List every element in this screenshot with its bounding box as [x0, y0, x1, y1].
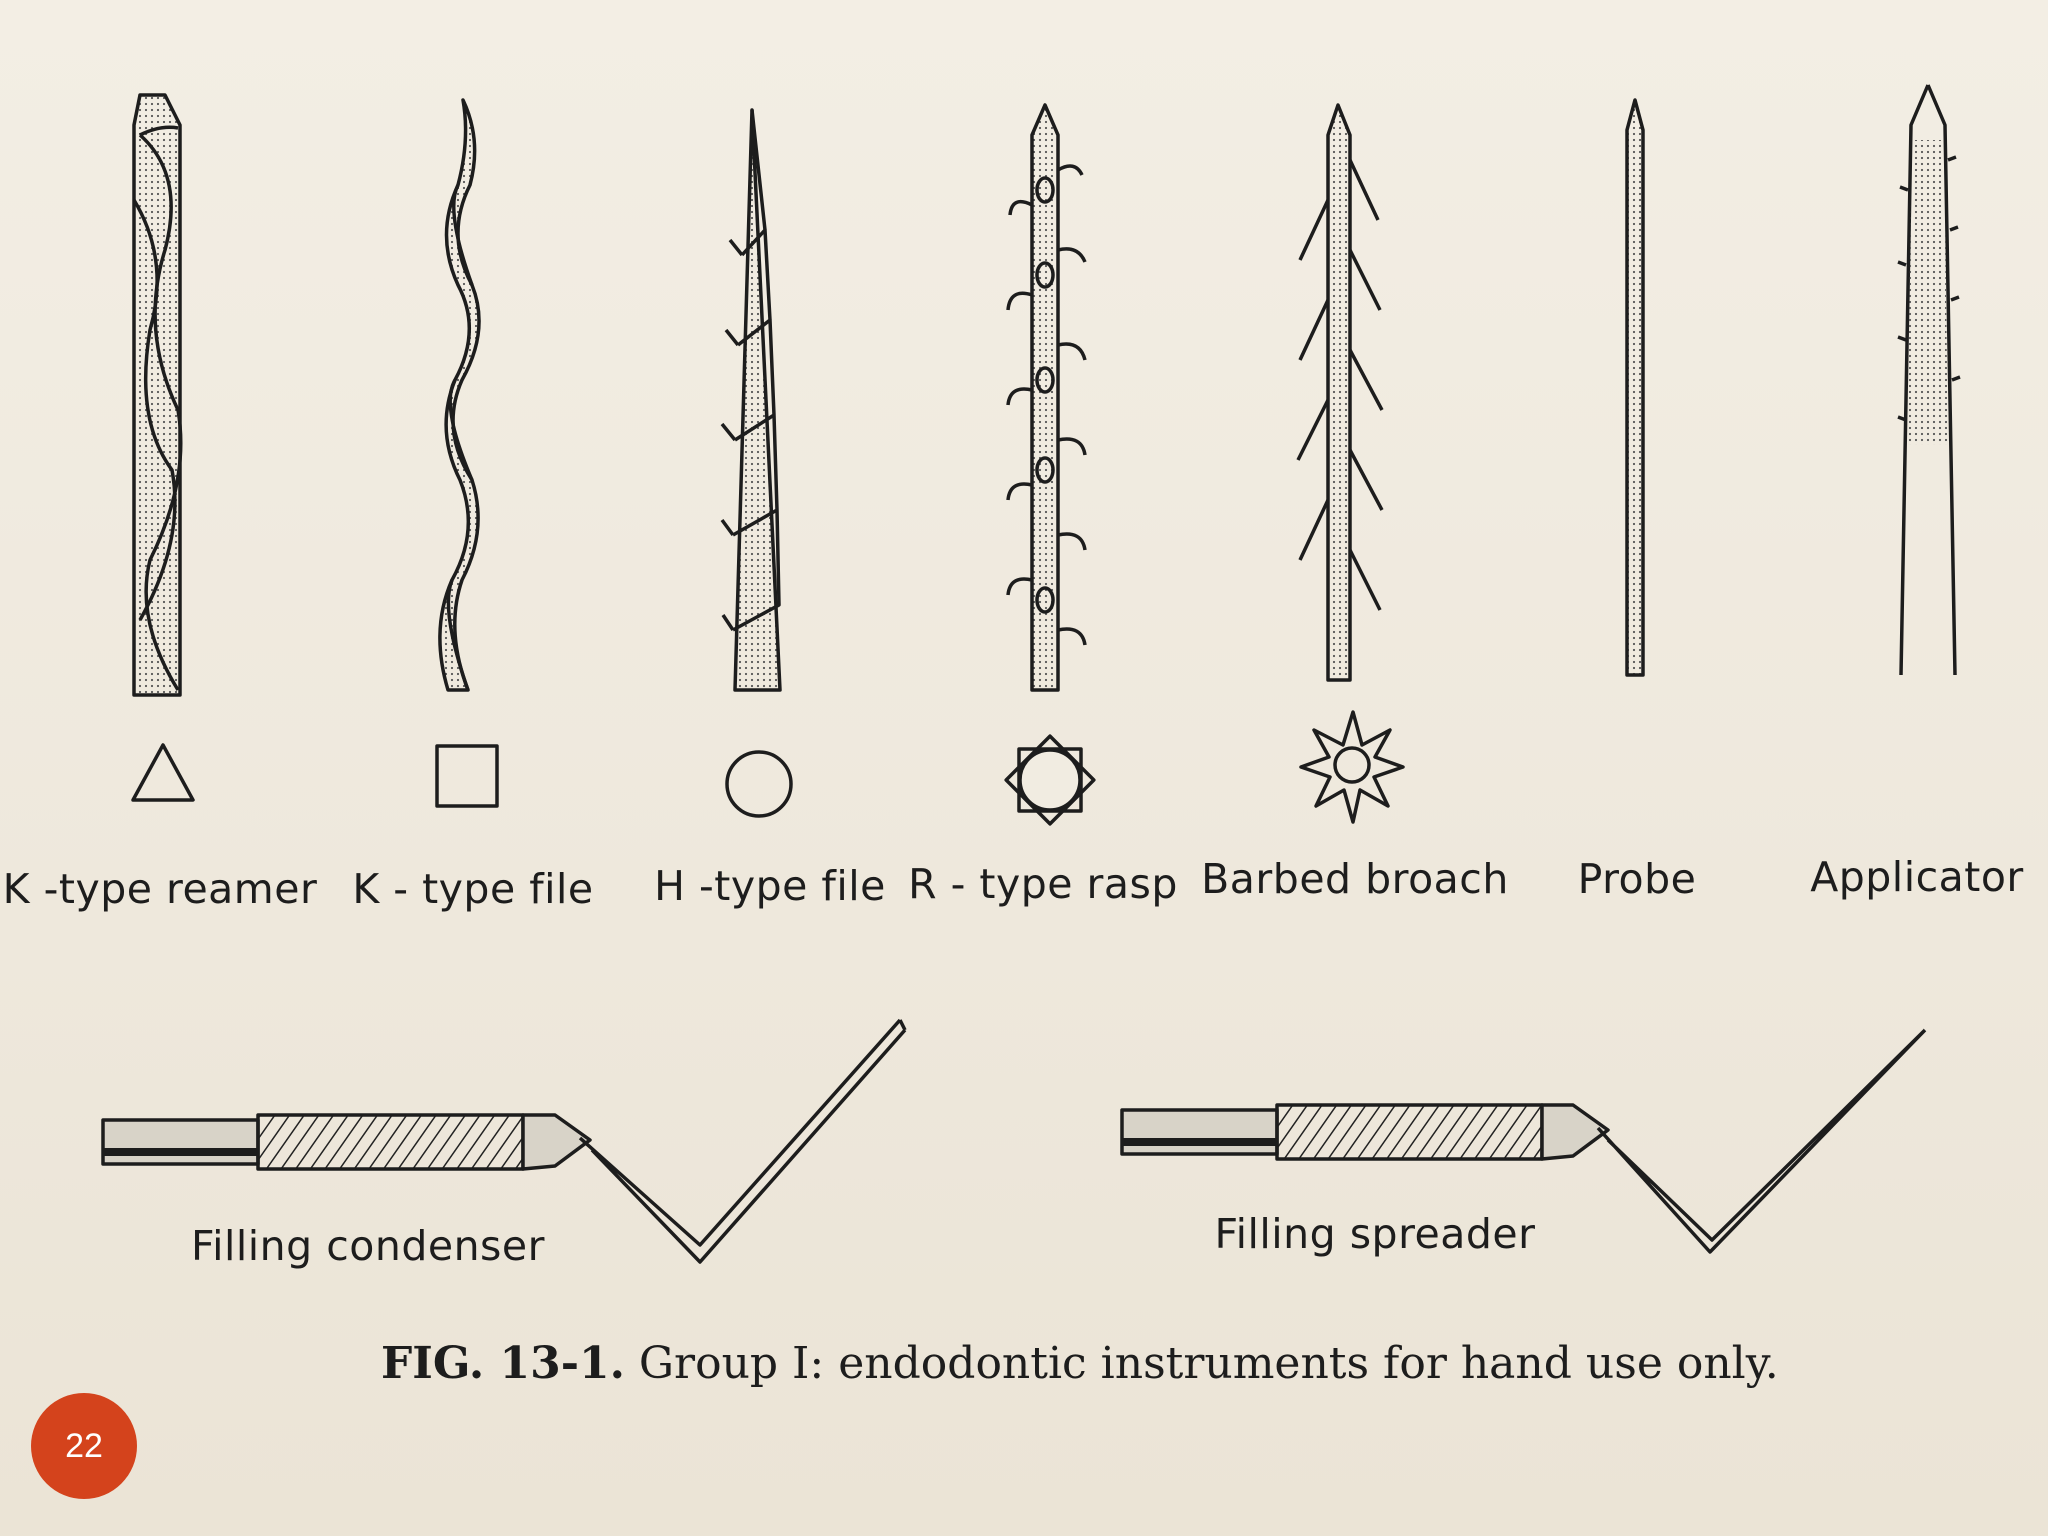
- label-barbed-broach: Barbed broach: [1201, 855, 1509, 903]
- figure-number: FIG. 13-1.: [381, 1338, 625, 1389]
- label-r-type-rasp: R - type rasp: [908, 860, 1178, 908]
- label-h-type-file: H -type file: [654, 862, 886, 910]
- r-type-rasp-drawing: [1006, 103, 1087, 692]
- barbed-broach-drawing: [1296, 103, 1384, 682]
- applicator-drawing: [1897, 84, 1961, 676]
- page-number: 22: [65, 1426, 103, 1465]
- label-probe: Probe: [1577, 855, 1697, 903]
- label-k-type-reamer: K -type reamer: [2, 865, 318, 913]
- label-k-type-file: K - type file: [352, 865, 594, 913]
- h-type-file-drawing: [720, 108, 782, 692]
- label-applicator: Applicator: [1810, 853, 2024, 901]
- figure-caption: FIG. 13-1. Group I: endodontic instrument…: [381, 1338, 1779, 1389]
- label-filling-spreader: Filling spreader: [1214, 1210, 1536, 1258]
- label-filling-condenser: Filling condenser: [191, 1222, 545, 1270]
- filling-condenser-drawing: [101, 1018, 907, 1264]
- figure-caption-text: Group I: endodontic instruments for hand…: [638, 1338, 1779, 1389]
- filling-spreader-drawing: [1120, 1028, 1927, 1254]
- page-number-badge: 22: [31, 1393, 137, 1499]
- square-cross-section-icon: [435, 744, 499, 808]
- k-type-reamer-drawing: [132, 93, 183, 697]
- star-cross-section-icon: [1004, 734, 1096, 826]
- circle-cross-section-icon: [725, 750, 793, 818]
- starburst-cross-section-icon: [1299, 710, 1405, 824]
- k-type-file-drawing: [438, 98, 481, 692]
- probe-drawing: [1625, 98, 1645, 677]
- triangle-cross-section-icon: [131, 743, 195, 802]
